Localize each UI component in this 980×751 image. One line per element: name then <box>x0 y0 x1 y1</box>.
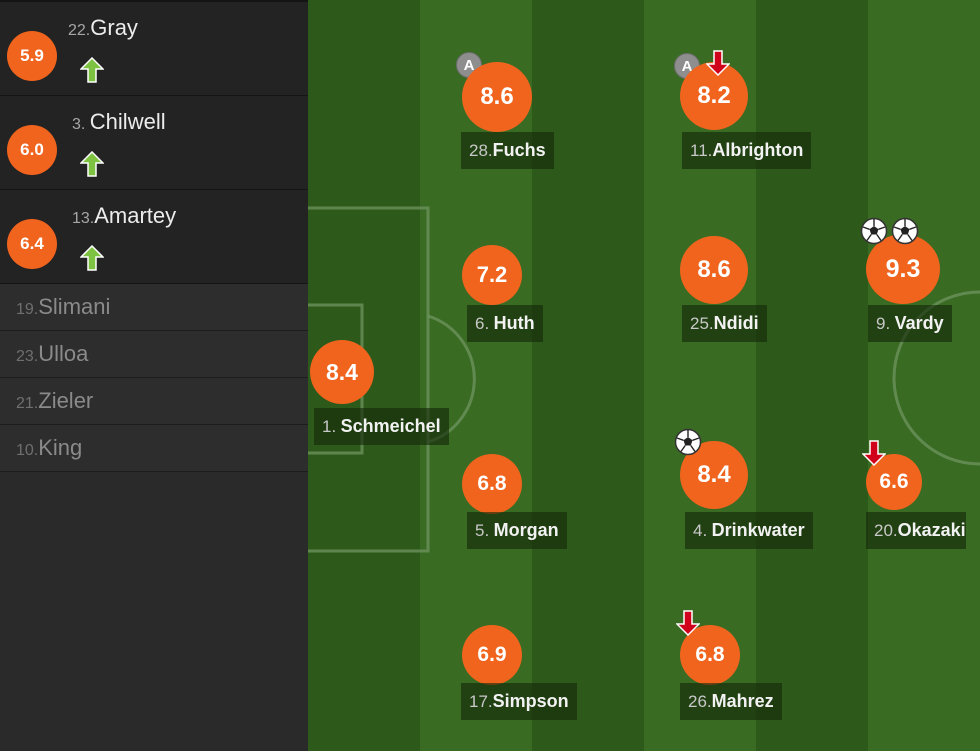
player-number: 25. <box>690 314 714 333</box>
player-number: 22. <box>68 22 91 39</box>
arrow-up-icon <box>80 151 104 177</box>
player-rating: 8.4 <box>310 340 374 404</box>
player-name: Schmeichel <box>340 416 441 436</box>
substitute-row[interactable]: 6.0 3. Chilwell <box>0 96 308 190</box>
pitch-stripe <box>868 0 980 751</box>
pitch-stripe <box>756 0 868 751</box>
player-name: Okazaki <box>897 520 966 540</box>
player-number: 13. <box>72 210 95 227</box>
player-number: 28. <box>469 141 493 160</box>
player-name-label: 22.Gray <box>68 15 138 41</box>
soccer-ball-icon <box>891 217 919 245</box>
player-number: 26. <box>688 692 712 711</box>
player-name-label: 6. Huth <box>467 305 543 342</box>
player-name-label: 11.Albrighton <box>682 132 812 169</box>
substitutes-panel: 5.9 22.Gray 6.0 3. Chilwell 6.4 13.Amart… <box>0 0 308 751</box>
player-number: 4. <box>693 521 708 540</box>
player-name-label: 19.Slimani <box>16 294 110 320</box>
player-name-label: 9. Vardy <box>868 305 952 342</box>
player-name-label: 4. Drinkwater <box>685 512 813 549</box>
player-name: Vardy <box>894 313 944 333</box>
arrow-down-icon <box>862 440 886 466</box>
player-name-label: 10.King <box>16 435 82 461</box>
substitute-row[interactable]: 5.9 22.Gray <box>0 2 308 96</box>
player-rating: 7.2 <box>462 245 522 305</box>
player-rating: 5.9 <box>7 31 57 81</box>
pitch-markings <box>308 0 980 751</box>
player-name: Drinkwater <box>711 520 805 540</box>
player-name-label: 21.Zieler <box>16 388 93 414</box>
player-rating: 6.8 <box>462 454 522 514</box>
player-name-label: 25.Ndidi <box>682 305 767 342</box>
player-number: 19. <box>16 301 39 318</box>
arrow-up-icon <box>80 57 104 83</box>
player-number: 11. <box>690 141 713 160</box>
soccer-ball-icon <box>860 217 888 245</box>
player-rating: 8.6 <box>462 62 532 132</box>
arrow-down-icon <box>676 610 700 636</box>
player-rating: 6.4 <box>7 219 57 269</box>
player-rating: 6.0 <box>7 125 57 175</box>
substitute-row[interactable]: 6.4 13.Amartey <box>0 190 308 284</box>
soccer-ball-icon <box>674 428 702 456</box>
player-name: Albrighton <box>712 140 804 160</box>
pitch-stripe <box>532 0 644 751</box>
player-name: Mahrez <box>711 691 774 711</box>
player-name-label: 5. Morgan <box>467 512 567 549</box>
player-name-label: 3. Chilwell <box>72 109 166 135</box>
player-name: Huth <box>493 313 535 333</box>
unused-sub-row[interactable]: 23.Ulloa <box>0 331 308 378</box>
player-name: Morgan <box>493 520 559 540</box>
player-number: 3. <box>72 116 86 133</box>
player-name: Ndidi <box>713 313 759 333</box>
player-rating: 8.6 <box>680 236 748 304</box>
player-rating: 6.6 <box>866 454 922 510</box>
player-name: Gray <box>90 15 138 40</box>
player-number: 20. <box>874 521 898 540</box>
player-name-label: 28.Fuchs <box>461 132 554 169</box>
player-number: 17. <box>469 692 493 711</box>
player-name: Fuchs <box>492 140 546 160</box>
player-rating: 6.8 <box>680 625 740 685</box>
player-number: 23. <box>16 348 39 365</box>
player-name-label: 23.Ulloa <box>16 341 88 367</box>
player-name-label: 1. Schmeichel <box>314 408 449 445</box>
player-name: King <box>38 435 83 460</box>
player-name: Amartey <box>94 203 177 228</box>
player-rating: 8.2 <box>680 62 748 130</box>
player-number: 10. <box>16 442 39 459</box>
panel-divider <box>0 0 308 2</box>
player-number: 5. <box>475 521 490 540</box>
player-name-label: 20.Okazaki <box>866 512 966 549</box>
player-name: Zieler <box>38 388 94 413</box>
player-name: Ulloa <box>38 341 89 366</box>
arrow-down-icon <box>706 50 730 76</box>
unused-sub-row[interactable]: 10.King <box>0 425 308 472</box>
player-name: Slimani <box>38 294 111 319</box>
player-name-label: 13.Amartey <box>72 203 176 229</box>
player-name: Simpson <box>492 691 569 711</box>
unused-sub-row[interactable]: 19.Slimani <box>0 284 308 331</box>
player-number: 9. <box>876 314 891 333</box>
arrow-up-icon <box>80 245 104 271</box>
player-rating: 9.3 <box>866 234 940 304</box>
player-name-label: 17.Simpson <box>461 683 577 720</box>
unused-sub-row[interactable]: 21.Zieler <box>0 378 308 425</box>
player-number: 21. <box>16 395 39 412</box>
player-number: 1. <box>322 417 337 436</box>
player-name-label: 26.Mahrez <box>680 683 782 720</box>
player-number: 6. <box>475 314 490 333</box>
player-rating: 6.9 <box>462 625 522 685</box>
player-name: Chilwell <box>89 109 166 134</box>
pitch: 8.4 1. Schmeichel A 8.6 28.Fuchs 7.2 6. … <box>308 0 980 751</box>
